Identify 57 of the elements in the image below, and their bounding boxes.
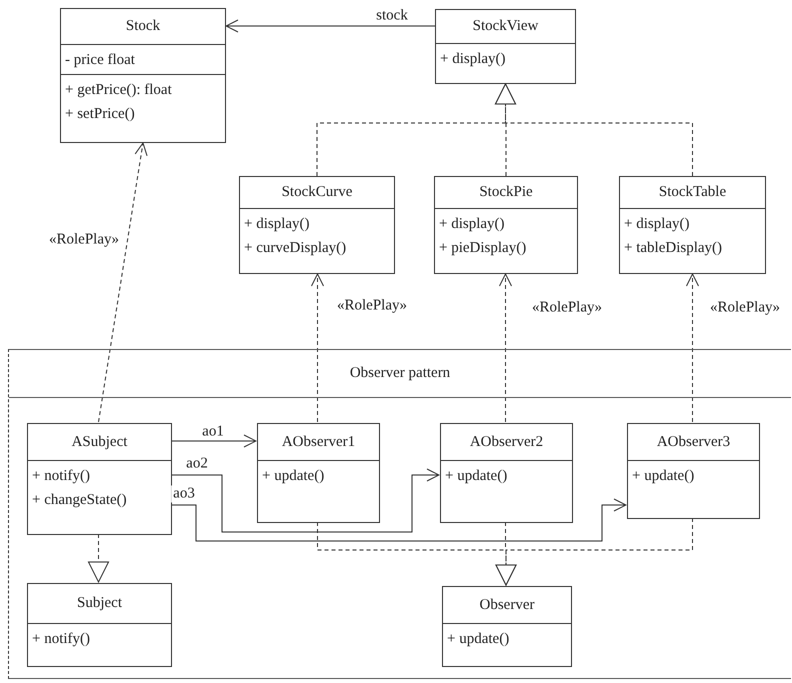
class-name: Observer <box>480 596 534 614</box>
dependency-arrow <box>686 274 699 422</box>
association-arrow <box>170 434 256 448</box>
method-text: + setPrice() <box>65 105 136 124</box>
edge-label: «RolePlay» <box>708 300 782 316</box>
class-name: AObserver2 <box>470 434 544 450</box>
class-name: StockView <box>472 18 538 35</box>
edge-label: «RolePlay» <box>530 300 604 316</box>
method-text: + notify() <box>32 630 92 649</box>
realization-arrow <box>495 84 693 176</box>
class-name: ASubject <box>72 434 128 450</box>
class-name: Subject <box>77 595 122 612</box>
class-box <box>440 423 573 523</box>
class-box <box>257 423 380 523</box>
class-name: Stock <box>126 18 160 35</box>
package-frame <box>8 349 791 679</box>
class-name: AObserver1 <box>282 434 356 450</box>
edge-label: «RolePlay» <box>335 298 409 314</box>
class-name: StockCurve <box>282 184 352 201</box>
association-arrow <box>170 498 626 542</box>
dependency-arrow <box>98 142 148 422</box>
class-box <box>627 423 760 519</box>
method-text: + display() <box>624 215 691 234</box>
class-box <box>435 9 576 84</box>
class-box <box>434 176 578 274</box>
association-arrow <box>226 20 436 32</box>
dependency-arrow <box>499 274 512 422</box>
class-box <box>60 8 226 143</box>
method-text: + update() <box>262 467 326 486</box>
realization-arrow <box>88 534 109 582</box>
method-text: + getPrice(): float <box>65 81 173 100</box>
edge-label: «RolePlay» <box>47 232 121 248</box>
method-text: + display() <box>244 215 311 234</box>
method-text: + pieDisplay() <box>439 239 528 258</box>
method-text: + update() <box>445 467 508 486</box>
method-text: + display() <box>440 50 507 69</box>
package-name: Observer pattern <box>350 365 450 382</box>
method-text: + tableDisplay() <box>624 239 724 258</box>
method-text: + update() <box>632 467 696 486</box>
class-name: AObserver3 <box>656 434 730 450</box>
dependency-arrow <box>311 274 324 422</box>
method-text: + curveDisplay() <box>244 239 348 258</box>
realization-arrow <box>496 518 693 586</box>
method-text: + notify() <box>32 467 92 486</box>
attribute-text: - price float <box>65 51 136 70</box>
edge-label: ao3 <box>171 486 197 502</box>
class-box <box>619 176 766 274</box>
class-name: StockTable <box>658 184 726 201</box>
class-box <box>27 423 172 535</box>
class-box <box>442 586 572 667</box>
association-arrow <box>170 468 440 532</box>
class-box <box>27 583 172 667</box>
method-text: + changeState() <box>32 491 128 510</box>
method-text: + display() <box>439 215 506 234</box>
method-text: + update() <box>447 630 510 649</box>
class-name: StockPie <box>479 184 533 201</box>
class-box <box>239 176 395 274</box>
